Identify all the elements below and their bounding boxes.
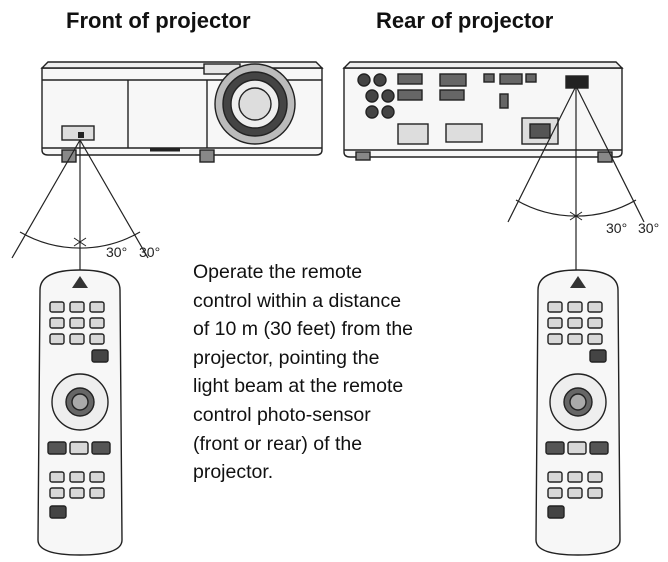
remote-usage-instructions: Operate the remote control within a dist… <box>193 261 414 484</box>
rear-remote-control <box>535 269 621 556</box>
front-projector-illustration <box>40 61 324 163</box>
rear-right-angle-label: 30° <box>638 220 660 236</box>
rear-projector-illustration <box>342 61 624 163</box>
front-right-angle-label: 30° <box>139 244 161 260</box>
front-remote-control <box>37 269 123 556</box>
front-left-angle-label: 30° <box>106 244 128 260</box>
rear-left-angle-label: 30° <box>606 220 628 236</box>
front-reception-angle <box>11 139 149 275</box>
front-remote-sensor <box>78 132 84 138</box>
rear-reception-angle <box>507 85 645 270</box>
front-of-projector-heading: Front of projector <box>66 8 251 33</box>
rear-of-projector-heading: Rear of projector <box>376 8 554 33</box>
